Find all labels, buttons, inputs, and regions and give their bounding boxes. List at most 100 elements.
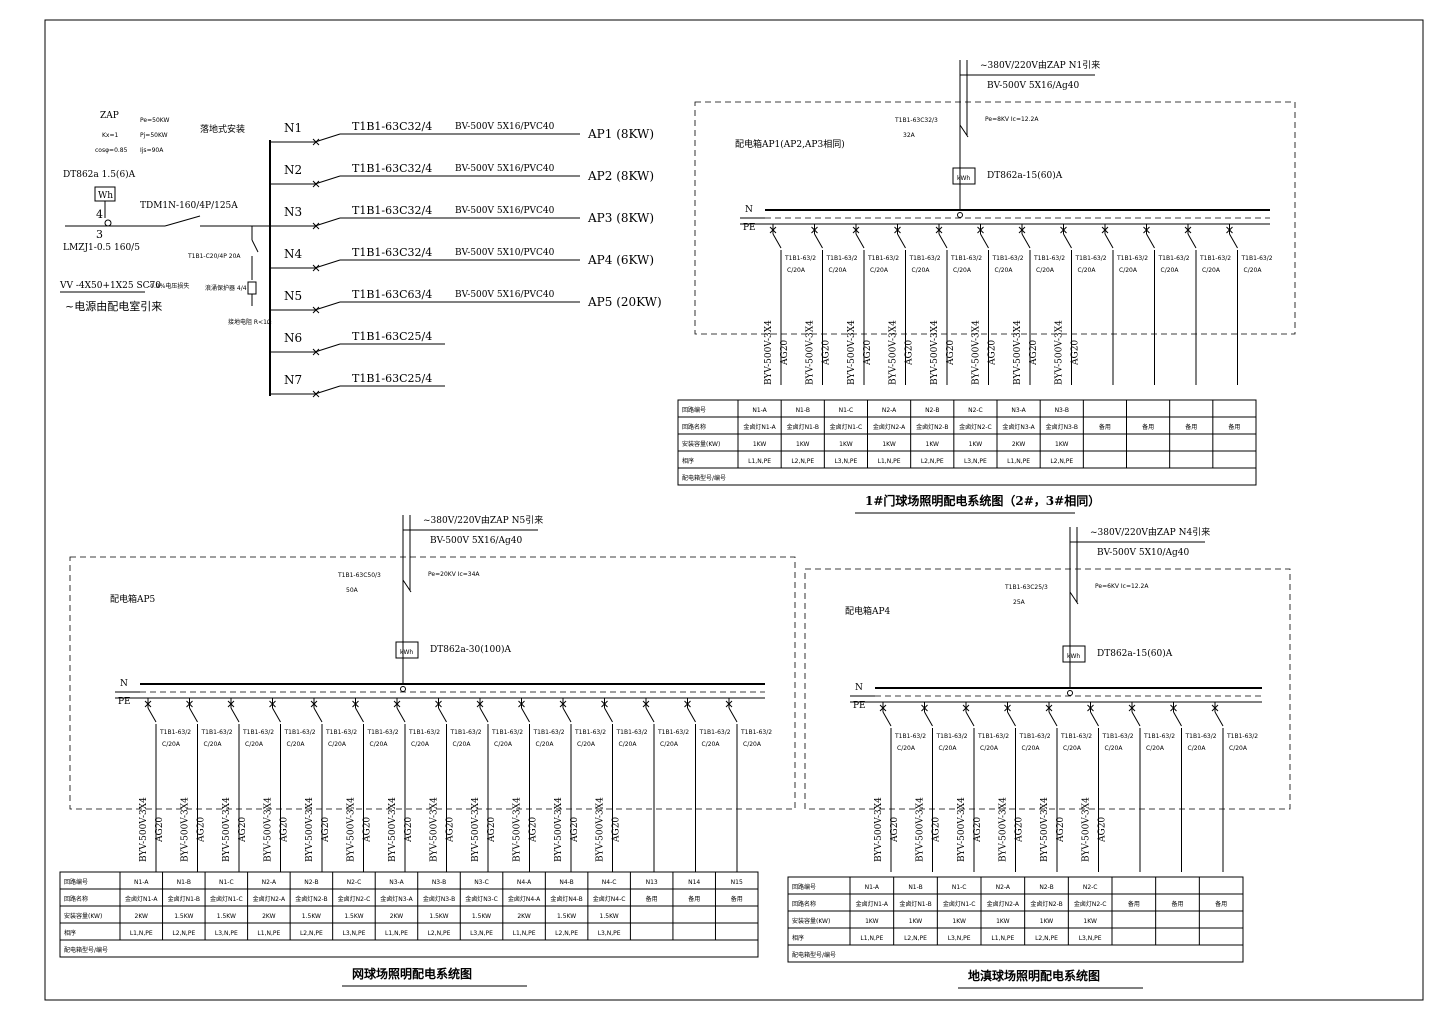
branch-rating-label: C/20A xyxy=(939,745,958,752)
table-cell: 金卤灯N1-B xyxy=(168,895,200,903)
table-cell: N2-A xyxy=(882,407,897,414)
branch-cable-label: BYV-500V-3X4 xyxy=(889,320,899,385)
table-cell: 金卤灯N1-B xyxy=(899,900,931,908)
table-cell: 2KW xyxy=(262,913,276,920)
branch-cable-label: BYV-500V-3X4 xyxy=(471,797,481,862)
table-row-header: 回路编号 xyxy=(64,878,88,886)
branch-breaker-label: T1B1-63/2 xyxy=(977,733,1009,740)
panel-name-label: 配电箱AP4 xyxy=(845,605,891,617)
branch-cable-label: BYV-500V-3X4 xyxy=(764,320,774,385)
table-cell: L2,N,PE xyxy=(172,930,195,937)
branch-breaker-switch xyxy=(189,707,198,723)
table-cell: 1KW xyxy=(882,441,896,448)
branch-cable-label: BYV-500V-3X4 xyxy=(930,320,940,385)
branch-breaker-label: T1B1-63/2 xyxy=(1019,733,1051,740)
table-cell: N2-B xyxy=(304,879,318,886)
table-cell: L3,N,PE xyxy=(342,930,365,937)
feed-cable-label: BV-500V 5X10/Ag40 xyxy=(1097,548,1189,558)
circuit-cable-label: BV-500V 5X16/PVC40 xyxy=(455,206,555,216)
branch-rating-label: C/20A xyxy=(1063,745,1082,752)
meter-label: DT862a-30(100)A xyxy=(430,644,511,655)
branch-breaker-label: T1B1-63/2 xyxy=(1158,255,1190,262)
branch-rating-label: C/20A xyxy=(702,741,721,748)
ct-number-3: 3 xyxy=(96,228,103,241)
table-cell: 备用 xyxy=(1099,423,1111,431)
table-row-header: 安装容量(KW) xyxy=(64,912,102,920)
table-row-header: 安装容量(KW) xyxy=(792,917,830,925)
branch-cable-label: BYV-500V-3X4 xyxy=(264,797,274,862)
table-cell: 1KW xyxy=(1055,441,1069,448)
branch-conduit-label: AG20 xyxy=(1029,340,1039,366)
branch-breaker-label: T1B1-63/2 xyxy=(826,255,858,262)
table-cell: 金卤灯N3-C xyxy=(465,895,498,903)
table-cell: N1-A xyxy=(134,879,149,886)
branch-breaker-switch xyxy=(882,711,892,727)
branch-conduit-label: AG20 xyxy=(932,817,942,843)
spd-label: 浪涌保护器 4/4 xyxy=(205,284,247,292)
pe-label: PE xyxy=(118,697,131,707)
table-cell: 备用 xyxy=(1142,423,1154,431)
pe-label: PE xyxy=(743,223,756,233)
branch-rating-label: C/20A xyxy=(1036,267,1055,274)
table-cell: 备用 xyxy=(1228,423,1240,431)
table-cell: 1.5KW xyxy=(344,913,363,920)
branch-breaker-label: T1B1-63/2 xyxy=(616,729,648,736)
branch-breaker-switch xyxy=(897,233,906,249)
branch-conduit-label: AG20 xyxy=(612,817,622,843)
table-cell: L2,N,PE xyxy=(904,935,927,942)
wh-label: Wh xyxy=(98,191,113,201)
circuit-breaker-switch xyxy=(314,343,341,353)
table-cell: 1KW xyxy=(865,918,879,925)
branch-breaker-switch xyxy=(396,707,406,723)
table-cell: 金卤灯N4-A xyxy=(508,895,541,903)
table-cell: 金卤灯N1-A xyxy=(856,900,889,908)
ct-label: LMZJ1-0.5 160/5 xyxy=(63,243,140,253)
branch-breaker-label: T1B1-63/2 xyxy=(657,729,689,736)
table-row-header: 配电箱型号/编号 xyxy=(682,474,726,482)
table-row-header: 回路名称 xyxy=(64,895,88,903)
bus-junction xyxy=(957,212,963,218)
branch-breaker-label: T1B1-63/2 xyxy=(450,729,482,736)
current-transformer-icon xyxy=(104,219,112,227)
table-cell: 1KW xyxy=(753,441,767,448)
branch-conduit-label: AG20 xyxy=(280,817,290,843)
table-cell: 金卤灯N1-C xyxy=(943,900,976,908)
table-cell: N1-B xyxy=(908,884,922,891)
table-cell: 1.5KW xyxy=(429,913,448,920)
branch-conduit-label: AG20 xyxy=(988,340,998,366)
branch-cable-label: BYV-500V-3X4 xyxy=(554,797,564,862)
table-cell: L1,N,PE xyxy=(513,930,536,937)
circuit-load-label: AP1 (8KW) xyxy=(587,127,654,141)
branch-rating-label: C/20A xyxy=(787,267,806,274)
table-cell: 备用 xyxy=(1171,900,1183,908)
circuit-breaker-switch xyxy=(314,133,341,143)
branch-breaker-label: T1B1-63/2 xyxy=(1033,255,1065,262)
branch-rating-label: C/20A xyxy=(897,745,916,752)
branch-rating-label: C/20A xyxy=(1188,745,1207,752)
table-cell: N1-A xyxy=(865,884,880,891)
branch-breaker-switch xyxy=(728,707,738,723)
table-row-header: 回路编号 xyxy=(792,883,816,891)
table-row-header: 相序 xyxy=(792,934,804,942)
branch-conduit-label: AG20 xyxy=(905,340,915,366)
circuit-breaker-switch xyxy=(314,259,341,269)
table-cell: N1-C xyxy=(952,884,967,891)
branch-rating-label: C/20A xyxy=(1244,267,1263,274)
incoming-breaker-switch xyxy=(1069,591,1079,605)
branch-breaker-label: T1B1-63/2 xyxy=(159,729,191,736)
branch-breaker-label: T1B1-63/2 xyxy=(894,733,926,740)
branch-breaker-switch xyxy=(1187,233,1197,249)
main-breaker-switch xyxy=(164,215,201,227)
table-cell: 1.5KW xyxy=(217,913,236,920)
table-cell: 1.5KW xyxy=(557,913,576,920)
table-cell: N15 xyxy=(731,879,743,886)
table-cell: 2KW xyxy=(1012,441,1026,448)
bus-junction xyxy=(1067,690,1073,696)
table-cell: N3-B xyxy=(432,879,446,886)
meter-label: DT862a-15(60)A xyxy=(987,170,1063,181)
kwh-label: kWh xyxy=(957,175,970,182)
table-cell: 1KW xyxy=(1083,918,1097,925)
diagram-title: 地滇球场照明配电系统图 xyxy=(968,968,1100,983)
table-cell: 金卤灯N2-B xyxy=(916,423,948,431)
circuit-load-label: AP2 (8KW) xyxy=(587,169,654,183)
